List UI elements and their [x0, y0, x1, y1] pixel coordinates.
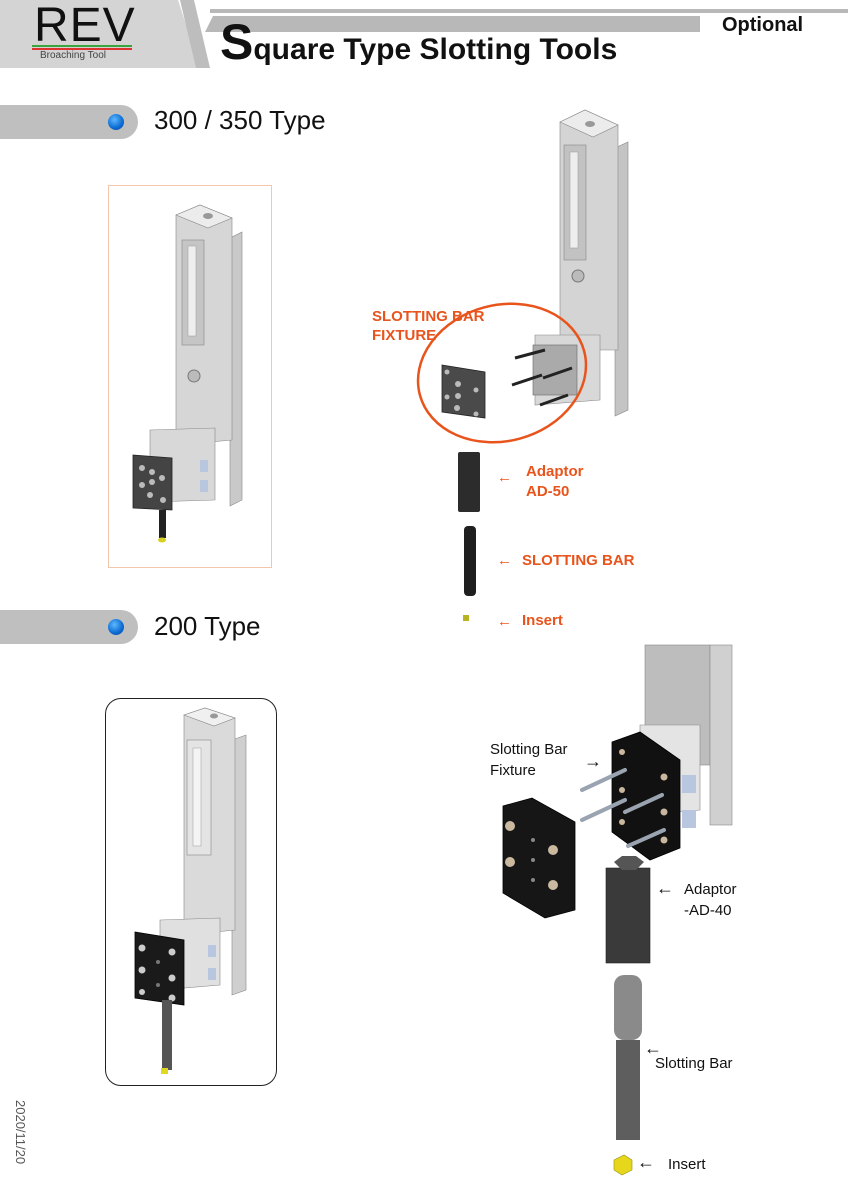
document-date: 2020/11/20	[13, 1100, 28, 1165]
callout-insert-200: Insert	[668, 1156, 706, 1173]
fixture-front-plate-2	[502, 797, 576, 919]
arrow-icon: ←	[644, 1038, 662, 1058]
title-initial: S	[220, 14, 254, 70]
title-rest: quare Type Slotting Tools	[253, 33, 618, 66]
callout-adaptor-line2-200: -AD-40	[684, 902, 732, 919]
section-label-200: 200 Type	[154, 611, 261, 641]
section-label-300-350: 300 / 350 Type	[154, 105, 326, 135]
header-rule-thick	[205, 16, 700, 32]
callout-adaptor-line2: AD-50	[526, 483, 570, 500]
slotting-bar-shape-2	[614, 975, 642, 1140]
fixture-back-plate-2	[580, 731, 681, 861]
callout-fixture-line2-200: Fixture	[490, 762, 536, 779]
logo-background	[0, 0, 200, 68]
insert-shape	[463, 615, 469, 621]
callout-fixture-line2: FIXTURE	[372, 327, 437, 344]
slotting-bar-shape	[159, 510, 166, 538]
callout-slotting-bar: SLOTTING BAR	[522, 552, 635, 569]
assembly-frame-300-350	[108, 185, 272, 568]
arrow-icon: ←	[497, 613, 512, 630]
slotting-bar-shape	[162, 1000, 172, 1070]
adaptor-shape	[458, 452, 480, 512]
fixture-plate-200	[134, 931, 185, 1006]
callout-slotting-bar-200: Slotting Bar	[655, 1055, 733, 1072]
callout-adaptor-line1-200: Adaptor	[684, 881, 737, 898]
arrow-icon: →	[584, 751, 602, 771]
tool-column	[149, 204, 243, 507]
callout-adaptor-line1: Adaptor	[526, 463, 584, 480]
optional-badge: Optional	[722, 14, 804, 36]
arrow-icon: ←	[656, 878, 674, 898]
logo-text: REV	[34, 0, 136, 52]
callout-fixture-line1: SLOTTING BAR	[372, 308, 485, 325]
fixture-plate	[132, 454, 173, 511]
logo-underline-green	[32, 45, 132, 47]
tool-column-200	[159, 707, 247, 996]
insert-shape	[158, 537, 166, 543]
arrow-icon: ←	[497, 552, 512, 569]
slotting-bar-shape	[464, 526, 476, 596]
callout-fixture-line1-200: Slotting Bar	[490, 741, 568, 758]
page-title: Square Type Slotting Tools	[220, 17, 618, 67]
column-exploded-2	[639, 644, 733, 828]
logo-underline-red	[32, 48, 132, 50]
callout-insert: Insert	[522, 612, 563, 629]
assembly-frame-200	[105, 698, 277, 1086]
arrow-icon: ←	[497, 469, 512, 486]
column-exploded-1	[511, 109, 629, 417]
insert-shape-2	[613, 1154, 633, 1176]
arrow-icon: ←	[637, 1152, 655, 1172]
insert-shape	[161, 1068, 168, 1074]
fixture-highlight-ellipse	[416, 302, 588, 444]
adaptor-shape-2	[605, 856, 651, 964]
logo-subtitle: Broaching Tool	[40, 50, 106, 61]
header-rule-thin	[210, 9, 848, 13]
bullet-icon	[108, 114, 124, 130]
bullet-icon	[108, 619, 124, 635]
fixture-plate-exploded-1	[441, 364, 486, 419]
